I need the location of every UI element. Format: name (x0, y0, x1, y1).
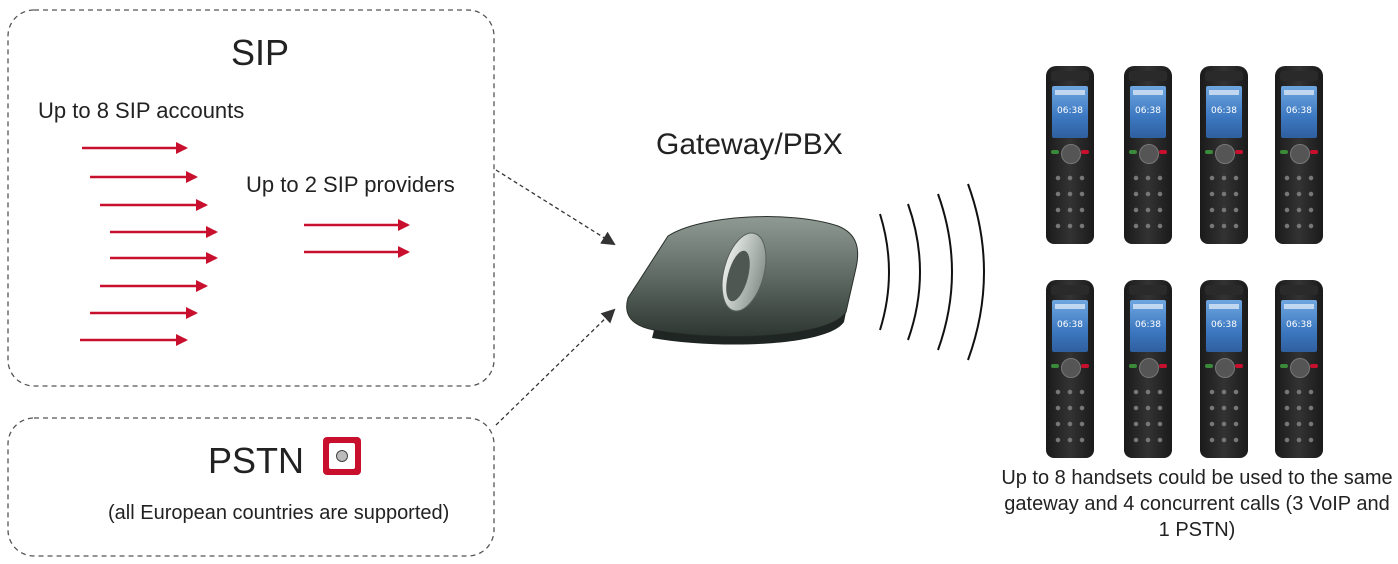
wireless-signal (879, 183, 985, 361)
sip-account-arrows (80, 142, 218, 346)
handset-phone: 06:38 (1200, 66, 1248, 244)
handset-phone: 06:38 (1200, 280, 1248, 458)
handset-screen-time: 06:38 (1135, 320, 1161, 330)
sip-providers-label: Up to 2 SIP providers (246, 172, 455, 197)
pstn-note: (all European countries are supported) (108, 502, 450, 524)
sip-accounts-label: Up to 8 SIP accounts (38, 98, 245, 123)
gateway-device (626, 216, 859, 345)
handset-screen-time: 06:38 (1211, 320, 1237, 330)
phone-jack-icon (323, 437, 361, 475)
handset-screen-time: 06:38 (1211, 106, 1237, 116)
handset-screen-time: 06:38 (1286, 106, 1312, 116)
handset-phone: 06:38 (1124, 280, 1172, 458)
handset-phone: 06:38 (1275, 66, 1323, 244)
pstn-title: PSTN (208, 440, 305, 481)
handset-phone: 06:38 (1046, 280, 1094, 458)
sip-box (7, 9, 495, 387)
gateway-title: Gateway/PBX (656, 128, 843, 161)
sip-provider-arrows (304, 219, 410, 258)
handset-phone: 06:38 (1275, 280, 1323, 458)
handset-screen-time: 06:38 (1057, 320, 1083, 330)
sip-title: SIP (230, 32, 290, 73)
pstn-box (7, 417, 495, 557)
handsets-note: Up to 8 handsets could be used to the sa… (1001, 467, 1393, 541)
pstn-to-gateway-arrow (495, 308, 616, 426)
handset-phone: 06:38 (1124, 66, 1172, 244)
handset-phone: 06:38 (1046, 66, 1094, 244)
handset-screen-time: 06:38 (1135, 106, 1161, 116)
sip-to-gateway-arrow (495, 169, 616, 246)
handset-screen-time: 06:38 (1057, 106, 1083, 116)
handset-screen-time: 06:38 (1286, 320, 1312, 330)
